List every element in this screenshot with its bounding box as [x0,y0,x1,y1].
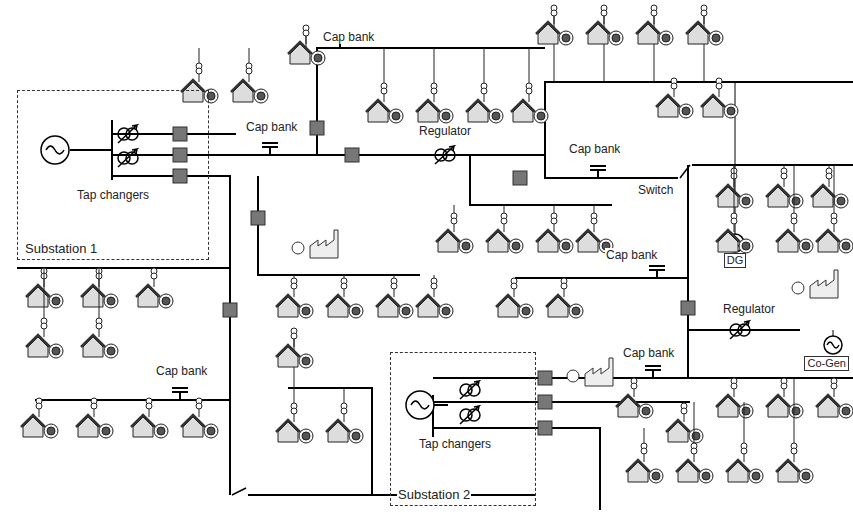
substation-region: Substation 1 [17,90,209,260]
capacitor-symbol [262,143,278,155]
house-icon [231,48,268,103]
house-icon [726,402,763,483]
breaker [345,148,359,162]
equipment-label: Cap bank [155,364,208,378]
house-icon [276,275,313,318]
equipment-label: Cap bank [605,248,658,262]
house-icon [816,165,853,253]
house-icon [136,268,173,308]
house-icon [366,48,403,123]
house-icon [656,78,693,118]
house-icon [26,268,63,358]
factory-icon [292,230,338,258]
house-icon [466,48,503,123]
house-icon [586,5,623,82]
breaker [681,301,695,315]
house-icon [416,275,453,318]
breaker [251,211,265,225]
equipment-label: Tap changers [76,188,150,202]
house-icon [811,165,848,208]
generator-box: Co-Gen [804,356,849,371]
house-icon [776,165,813,253]
house-icon [326,275,363,318]
house-icon [701,78,738,118]
house-icon [536,205,573,253]
house-icon [436,205,473,253]
capacitor-symbol [645,366,661,378]
equipment-icons [21,5,853,483]
breaker [513,171,527,185]
equipment-label: Cap bank [322,30,375,44]
generator-label: Co-Gen [807,357,846,369]
house-icon [326,388,363,443]
house-icon [686,5,723,82]
house-icon [131,398,168,438]
generator-label: DG [727,254,744,266]
house-icon [766,165,803,208]
generator-box: DG [724,253,747,268]
house-icon [486,205,523,253]
regulator-symbol [118,149,138,167]
house-icon [716,378,753,418]
breaker [538,421,552,435]
breaker [310,121,324,135]
breaker [538,371,552,385]
equipment-label: Cap bank [245,120,298,134]
house-icon [816,378,853,418]
house-icon [546,278,583,318]
breaker [173,148,187,162]
equipment-label: Switch [637,183,674,197]
equipment-label: Regulator [722,302,776,316]
capacitor-symbol [172,388,188,400]
breaker [223,303,237,317]
generators [41,136,842,419]
house-icon [76,398,113,438]
regulator-symbol [118,125,138,143]
equipment-label: Regulator [418,124,472,138]
feeder-lines [17,48,853,510]
regulator-symbol [730,321,750,339]
region-title: Substation 2 [397,487,471,502]
house-icon [181,398,218,438]
house-icon [496,278,533,318]
house-icon [21,398,58,438]
factory-icon [567,358,613,386]
breaker [173,127,187,141]
house-icon [416,48,453,123]
capacitor-symbol [649,266,665,278]
house-icon [511,48,548,123]
house-icon [716,165,753,253]
factory-icon [792,270,838,298]
house-icon [288,25,325,65]
equipment-label: Cap bank [622,346,675,360]
house-icon [181,48,218,103]
house-icon [576,205,613,253]
house-icon [536,5,573,82]
regulator-symbol [460,381,480,399]
house-icon [766,378,803,418]
house-icon [276,388,313,443]
house-icon [616,378,653,418]
breaker [538,395,552,409]
equipment-label: Cap bank [568,142,621,156]
house-icon [276,328,313,388]
regulator-symbol [460,406,480,424]
house-icon [776,378,813,483]
switches [232,165,690,495]
house-icon [676,402,713,483]
breaker [173,169,187,183]
house-icon [666,402,703,443]
house-icon [636,5,673,82]
regulator-symbol [435,146,455,164]
region-title: Substation 1 [24,241,98,256]
substation-region: Substation 2 [390,352,536,506]
capacitor-symbol [590,166,606,178]
house-icon [376,275,413,318]
house-icon [81,268,118,358]
house-icon [626,428,663,483]
equipment-label: Tap changers [418,437,492,451]
